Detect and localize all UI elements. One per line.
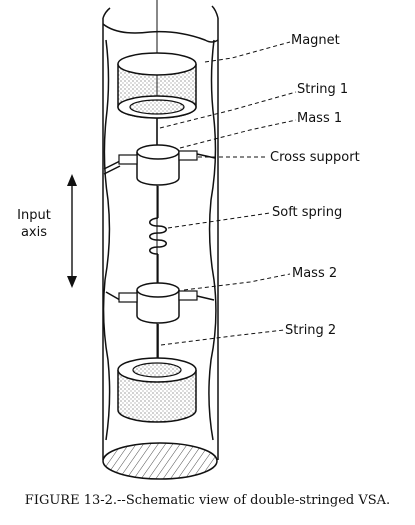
label-mass-1: Mass 1 [297,111,342,126]
leader-mass-2 [183,273,291,291]
leader-magnet [204,41,291,63]
mass-2 [105,282,215,324]
label-string-2: String 2 [285,323,336,338]
tube-base [102,442,218,480]
label-string-1: String 1 [297,82,348,97]
leader-soft-spring [167,212,271,229]
input-axis-arrow [67,174,77,288]
tube [102,5,219,460]
bottom-magnet [117,357,197,423]
soft-spring [149,186,167,286]
label-magnet: Magnet [291,33,340,48]
input-axis-label-line2: axis [21,225,47,240]
leader-mass-1 [179,119,297,149]
leader-string-1 [159,91,297,129]
input-axis-label-line1: Input [17,208,51,223]
mass-1 [103,144,216,186]
label-mass-2: Mass 2 [292,266,337,281]
label-cross-support: Cross support [270,150,360,165]
top-magnet [117,52,197,119]
figure-caption: FIGURE 13-2.--Schematic view of double-s… [24,493,391,508]
label-soft-spring: Soft spring [272,205,342,220]
leader-string-2 [160,329,285,346]
